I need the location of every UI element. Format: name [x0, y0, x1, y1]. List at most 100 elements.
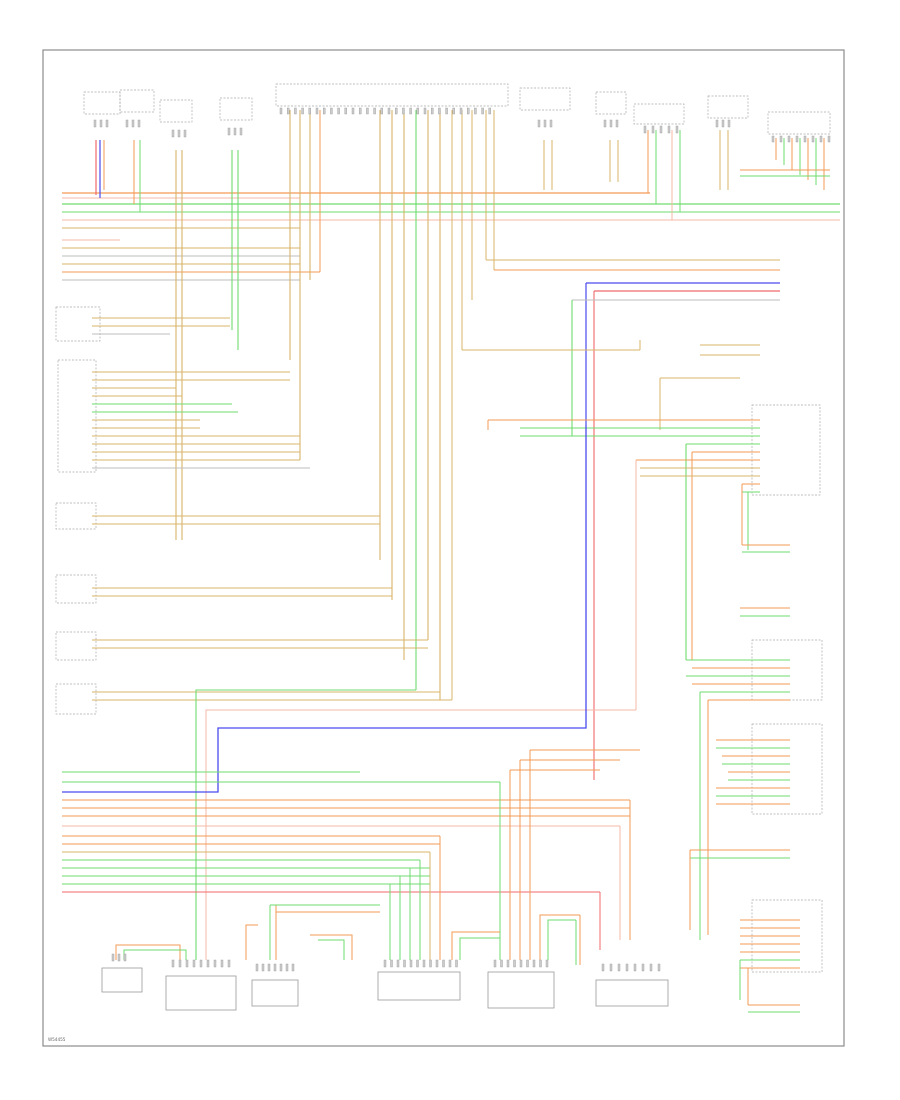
wire-harness: [62, 110, 840, 1013]
connector-pin: [330, 107, 333, 115]
wire: [62, 425, 587, 793]
connector-pin: [416, 107, 419, 115]
connector-pin: [366, 107, 369, 115]
left-junction-box: [275, 83, 509, 107]
connector-pin: [273, 963, 277, 972]
connector-pin: [675, 125, 679, 134]
connector-pin: [493, 959, 497, 968]
component-box: [219, 97, 253, 121]
connector-pin: [279, 107, 283, 115]
left-modules: [55, 306, 101, 715]
connector-pin: [285, 963, 289, 972]
component-box: [83, 91, 121, 115]
wire: [459, 937, 500, 960]
connector-pin: [294, 107, 297, 115]
wire: [205, 709, 636, 960]
connector-pin: [137, 119, 141, 128]
connector-pin: [178, 959, 182, 968]
connector-pin: [308, 107, 311, 115]
component-box: [767, 111, 831, 135]
connector-pin: [537, 119, 541, 128]
connector-pin: [779, 135, 783, 143]
connector-pin: [105, 119, 109, 128]
connector-pin: [206, 959, 210, 968]
connector-pin: [519, 959, 523, 968]
component-box: [595, 91, 627, 115]
connector-pin: [315, 107, 319, 115]
component-box: [633, 103, 685, 125]
connector-pin: [459, 107, 463, 115]
connector-box: [377, 971, 461, 1001]
connector-pin: [657, 963, 661, 972]
connector-pin: [171, 959, 175, 968]
connector-pin: [727, 119, 731, 128]
component-box: [707, 95, 749, 119]
connector-pins: [93, 107, 831, 972]
connector-pin: [359, 107, 362, 115]
connector-pin: [667, 125, 671, 134]
connector-pin: [323, 107, 326, 115]
connector-pin: [291, 963, 295, 972]
connector-box: [595, 979, 669, 1007]
connector-pin: [287, 107, 290, 115]
connector-pin: [641, 963, 645, 972]
wire: [318, 939, 345, 960]
module-box: [751, 404, 821, 496]
module-box: [55, 502, 97, 530]
connector-pin: [500, 959, 503, 968]
connector-pin: [117, 953, 121, 962]
connector-pin: [609, 119, 613, 128]
connector-pin: [787, 135, 791, 143]
connector-pin: [827, 135, 831, 143]
connector-pin: [233, 127, 237, 136]
connector-pin: [344, 107, 347, 115]
connector-pin: [171, 129, 175, 138]
connector-pin: [387, 107, 391, 115]
component-box: [119, 89, 155, 113]
wire: [547, 919, 576, 960]
connector-pin: [795, 135, 799, 143]
connector-pin: [617, 963, 621, 972]
module-box: [55, 683, 97, 715]
connector-pin: [448, 959, 452, 968]
connector-pin: [481, 107, 484, 115]
connector-pin: [199, 959, 203, 968]
wire: [115, 944, 181, 960]
connector-pin: [539, 959, 542, 968]
connector-pin: [633, 963, 637, 972]
connector-pin: [474, 107, 477, 115]
connector-pin: [279, 963, 283, 972]
connector-pin: [811, 135, 815, 143]
connector-pin: [488, 107, 491, 115]
connector-pin: [220, 959, 224, 968]
connector-pin: [267, 963, 271, 972]
bottom-connectors: [101, 967, 669, 1011]
connector-pin: [93, 119, 97, 128]
connector-pin: [526, 959, 529, 968]
connector-pin: [438, 107, 441, 115]
module-box: [751, 899, 823, 973]
module-box: [751, 723, 823, 815]
component-box: [159, 99, 193, 123]
module-box: [751, 639, 823, 701]
connector-pin: [255, 963, 259, 972]
connector-box: [251, 979, 299, 1007]
connector-pin: [532, 959, 536, 968]
connector-pin: [615, 119, 619, 128]
connector-pin: [227, 127, 231, 136]
connector-pin: [403, 959, 406, 968]
connector-pin: [649, 963, 653, 972]
connector-pin: [383, 959, 387, 968]
connector-pin: [373, 107, 376, 115]
connector-pin: [390, 959, 393, 968]
connector-pin: [819, 135, 823, 143]
connector-pin: [301, 107, 304, 115]
connector-pin: [396, 959, 400, 968]
connector-pin: [651, 125, 655, 134]
module-box: [57, 359, 97, 473]
connector-pin: [261, 963, 265, 972]
connector-pin: [625, 963, 629, 972]
connector-pin: [213, 959, 217, 968]
